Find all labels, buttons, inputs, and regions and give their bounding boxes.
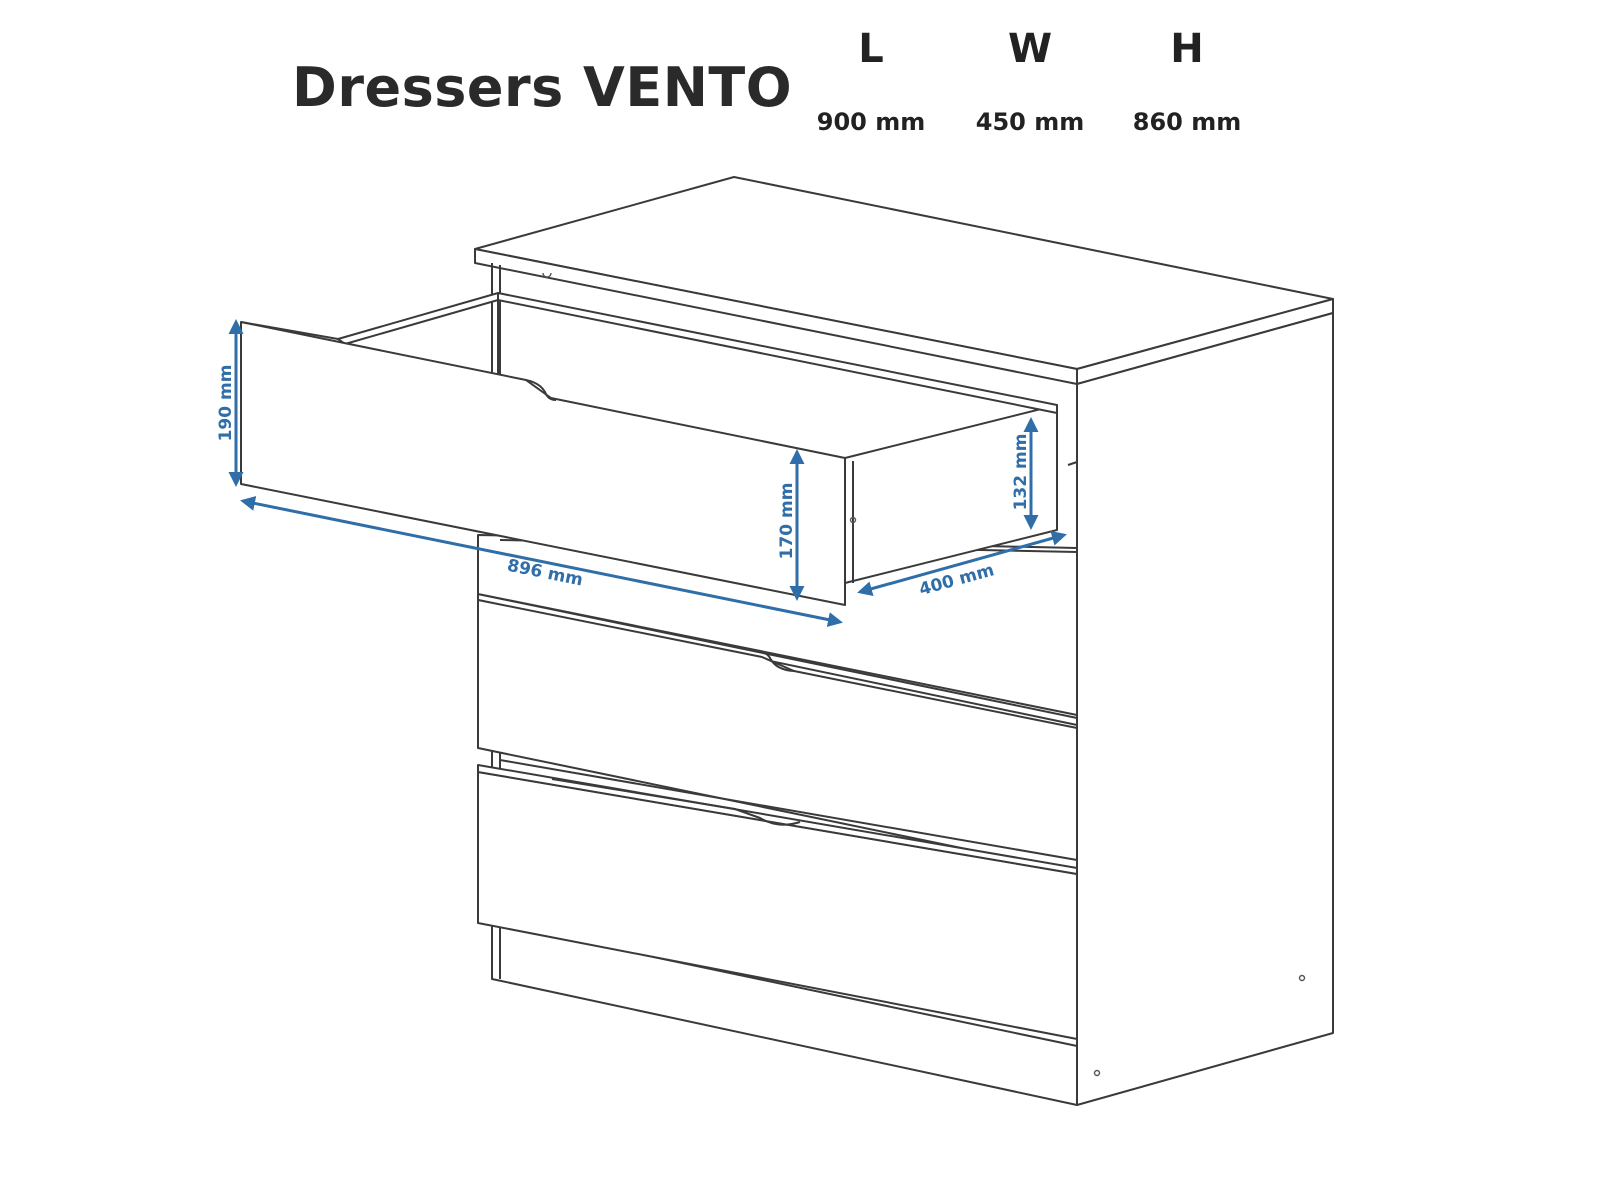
dresser-carcass (474, 176, 1334, 1106)
drawer-bottom (477, 759, 1078, 1040)
right-side-panel (1076, 312, 1334, 1106)
height-value: 860 mm (1132, 108, 1242, 136)
height-letter: H (1170, 26, 1204, 72)
inner-height-label: 132 mm (1011, 434, 1031, 511)
front-width-arrow (240, 496, 843, 627)
side-screw-top (1298, 974, 1306, 982)
drawer-2-panel (477, 599, 1078, 873)
side-height-label: 170 mm (777, 483, 797, 560)
dimension-annotations: 190 mm 896 mm 170 mm 132 mm 400 mm (216, 319, 1067, 627)
length-letter: L (858, 26, 884, 72)
width-value: 450 mm (975, 108, 1085, 136)
inner-cavity-line (1067, 461, 1078, 466)
product-title: Dressers VENTO (292, 56, 793, 119)
depth-arrow (857, 531, 1067, 596)
open-drawer-front-top (240, 321, 339, 340)
drawer-screw (849, 516, 857, 524)
front-height-label: 190 mm (216, 365, 236, 442)
hinge-hole (542, 272, 552, 278)
length-value: 900 mm (816, 108, 926, 136)
drawer-3-gap-line (499, 759, 1078, 861)
drawer-3-handle (551, 778, 801, 826)
open-drawer-left-side (337, 292, 499, 345)
width-letter: W (1007, 26, 1053, 72)
side-screw-bottom (1093, 1069, 1101, 1077)
open-drawer-handle (525, 379, 557, 401)
